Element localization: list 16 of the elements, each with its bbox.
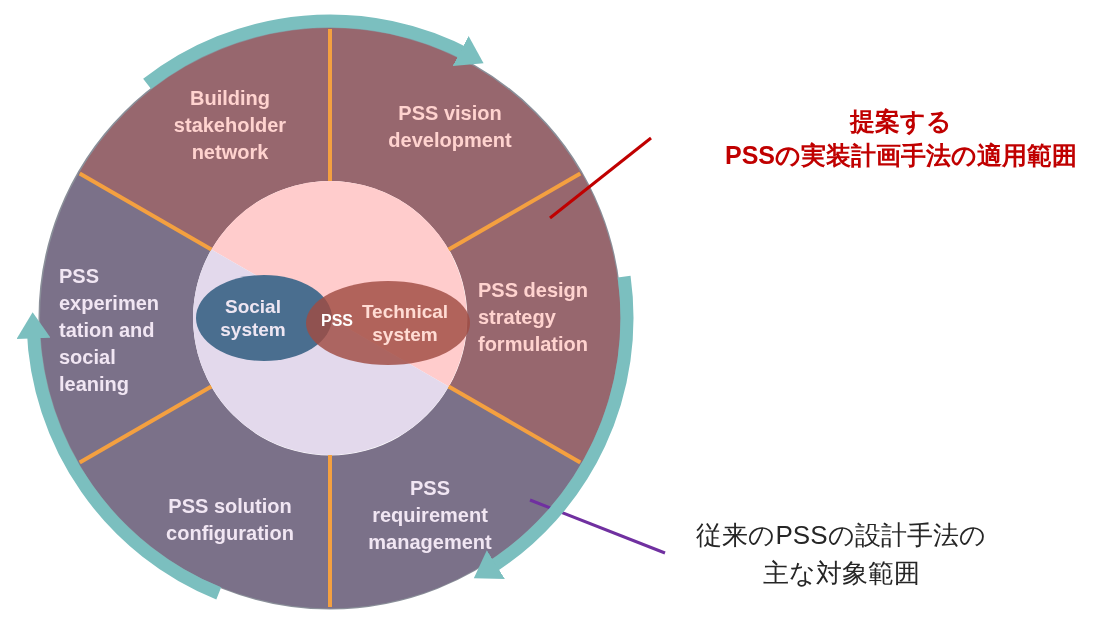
sector-label: Building stakeholder network: [172, 85, 288, 165]
sector-label: PSS solution configuration: [165, 494, 295, 546]
cycle-arrow: [17, 312, 222, 600]
ellipse-label: Technical system: [360, 300, 450, 346]
sector-label: PSS vision development: [387, 101, 513, 153]
callout-text: 従来のPSSの設計手法の主な対象範囲: [695, 519, 987, 590]
cycle-arrow: [474, 276, 634, 580]
leader-line: [529, 498, 666, 555]
ellipse-label: Social system: [219, 295, 287, 341]
sector-label: PSS design strategy formulation: [478, 277, 589, 357]
leader-line: [549, 136, 652, 220]
cycle-arrow: [143, 14, 484, 90]
callout-text: 提案する PSSの実装計画手法の適用範囲: [724, 106, 1078, 171]
overlap-label: PSS: [321, 312, 353, 330]
sector-label: PSS requirement management: [367, 475, 493, 555]
sector-label: PSS experimen tation and social leaning: [59, 263, 161, 397]
